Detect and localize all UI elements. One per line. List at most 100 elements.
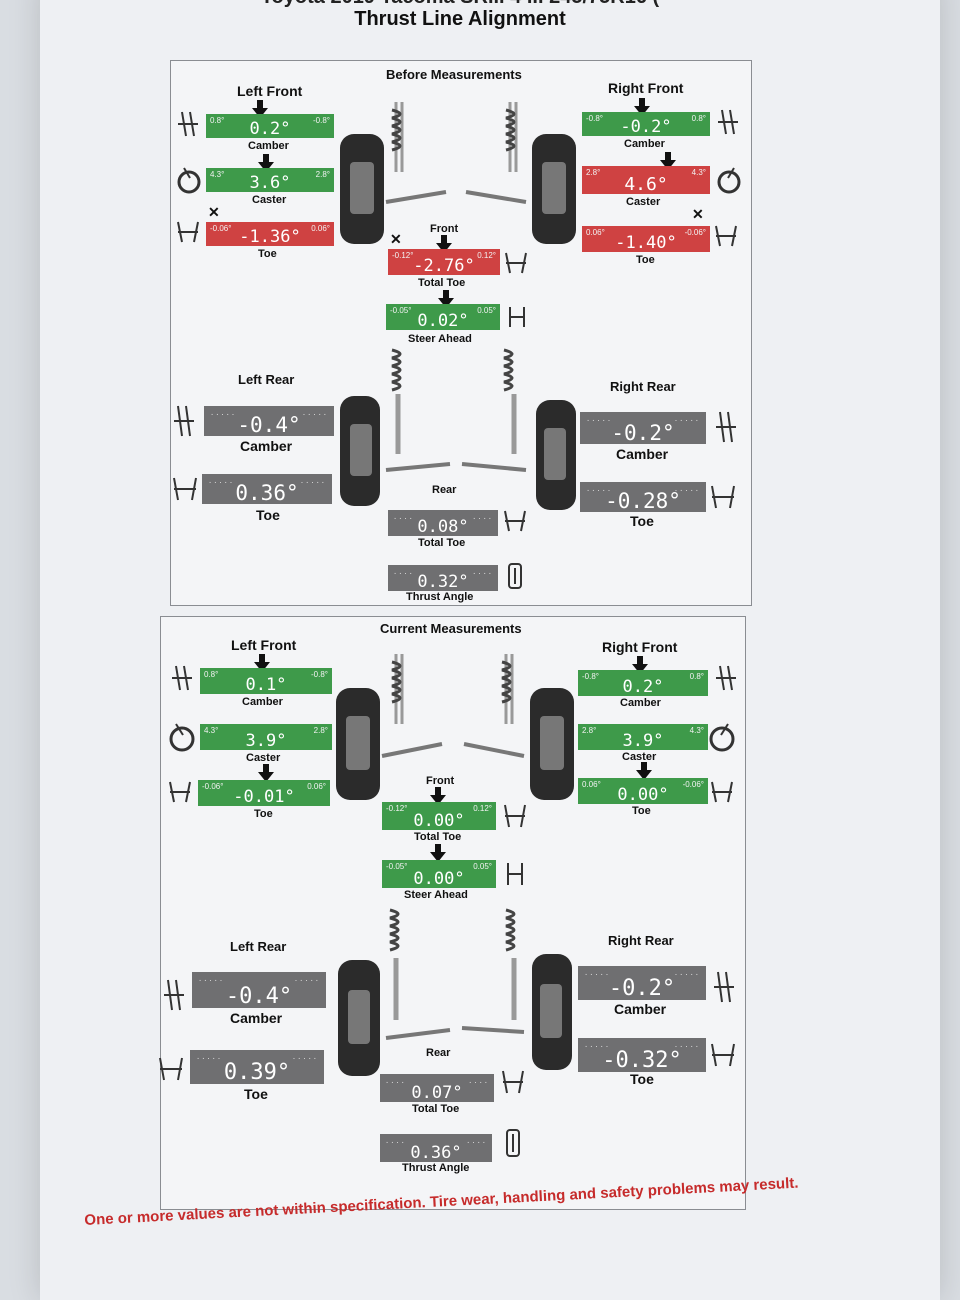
current-lf-caster-label: Caster bbox=[246, 752, 281, 764]
before-rf-toe-gauge: 0.06°-0.06° -1.40° bbox=[582, 226, 710, 252]
current-panel-title: Current Measurements bbox=[380, 621, 522, 636]
current-lf-toe-value: -0.01° bbox=[233, 787, 295, 806]
total-toe-icon bbox=[504, 510, 526, 532]
front-suspension-illustration bbox=[336, 654, 574, 800]
camber-wheel-icon bbox=[174, 405, 194, 437]
current-rr-camber-value: -0.2° bbox=[608, 976, 676, 1000]
current-rf-caster-gauge: 2.8°4.3° 3.9° bbox=[578, 724, 708, 750]
current-lr-camber-gauge: .......... -0.4° bbox=[192, 972, 326, 1008]
current-left-rear-label: Left Rear bbox=[230, 939, 287, 954]
current-lf-camber-label: Camber bbox=[242, 696, 283, 708]
current-total-toe-label: Total Toe bbox=[414, 831, 462, 843]
current-lr-toe-label: Toe bbox=[244, 1086, 268, 1102]
before-rf-caster-gauge: 2.8°4.3° 4.6° bbox=[582, 166, 710, 194]
current-thrust-angle-label: Thrust Angle bbox=[402, 1162, 470, 1174]
toe-wheel-icon bbox=[169, 781, 191, 803]
rear-suspension-illustration bbox=[338, 908, 572, 1076]
before-rf-toe-label: Toe bbox=[636, 254, 655, 266]
before-lf-camber-gauge: 0.8°-0.8° 0.2° bbox=[206, 114, 334, 138]
before-rr-toe-gauge: .......... -0.28° bbox=[580, 482, 706, 512]
current-steer-ahead-arrow-icon bbox=[430, 844, 446, 862]
current-right-front-label: Right Front bbox=[602, 639, 678, 655]
current-lf-caster-gauge: 4.3°2.8° 3.9° bbox=[200, 724, 332, 750]
before-lf-toe-value: -1.36° bbox=[239, 227, 301, 246]
toe-wheel-icon bbox=[715, 225, 737, 247]
camber-wheel-icon bbox=[716, 665, 736, 691]
current-lf-toe-label: Toe bbox=[254, 808, 273, 820]
before-rear-total-toe-label: Total Toe bbox=[418, 537, 466, 549]
before-lr-toe-value: 0.36° bbox=[235, 481, 299, 504]
current-total-toe-value: 0.00° bbox=[413, 811, 465, 830]
current-total-toe-gauge: -0.12°0.12° 0.00° bbox=[382, 802, 496, 830]
before-lr-toe-label: Toe bbox=[256, 507, 280, 523]
before-lf-caster-label: Caster bbox=[252, 194, 287, 206]
before-rf-camber-gauge: -0.8°0.8° -0.2° bbox=[582, 112, 710, 136]
current-rear-total-toe-value: 0.07° bbox=[411, 1083, 463, 1102]
current-rear-label: Rear bbox=[426, 1047, 451, 1059]
caster-wheel-icon bbox=[169, 723, 195, 752]
before-rf-caster-label: Caster bbox=[626, 196, 661, 208]
front-suspension-illustration bbox=[340, 102, 576, 244]
rear-suspension-illustration bbox=[340, 348, 576, 510]
before-rr-camber-value: -0.2° bbox=[611, 421, 675, 444]
thrust-angle-icon bbox=[508, 563, 522, 589]
current-lr-camber-value: -0.4° bbox=[225, 984, 293, 1008]
before-rf-caster-arrow-icon bbox=[660, 152, 676, 170]
before-rr-toe-label: Toe bbox=[630, 513, 654, 529]
toe-wheel-icon bbox=[173, 477, 197, 501]
steer-ahead-icon bbox=[509, 307, 525, 327]
total-toe-icon bbox=[504, 804, 526, 828]
before-lf-toe-label: Toe bbox=[258, 248, 277, 260]
toe-wheel-icon bbox=[711, 485, 735, 509]
camber-wheel-icon bbox=[164, 979, 184, 1011]
camber-wheel-icon bbox=[714, 971, 734, 1003]
current-measurements-panel bbox=[160, 616, 746, 1210]
current-rr-camber-label: Camber bbox=[614, 1001, 667, 1017]
current-rf-toe-label: Toe bbox=[632, 805, 651, 817]
current-rf-camber-arrow-icon bbox=[632, 656, 648, 674]
before-rear-total-toe-value: 0.08° bbox=[417, 517, 469, 536]
camber-wheel-icon bbox=[172, 665, 192, 691]
before-steer-ahead-value: 0.02° bbox=[417, 311, 469, 330]
before-lr-camber-label: Camber bbox=[240, 438, 293, 454]
caster-wheel-icon bbox=[177, 167, 201, 194]
before-lf-camber-label: Camber bbox=[248, 140, 289, 152]
camber-wheel-icon bbox=[716, 411, 736, 443]
before-rf-toe-out-of-range-icon: ✕ bbox=[692, 206, 704, 222]
before-rf-toe-value: -1.40° bbox=[615, 233, 677, 252]
current-lf-toe-arrow-icon bbox=[258, 764, 274, 782]
before-lf-caster-value: 3.6° bbox=[249, 173, 291, 192]
before-lr-camber-gauge: .......... -0.4° bbox=[204, 406, 334, 436]
before-rf-camber-arrow-icon bbox=[634, 98, 650, 116]
current-rf-camber-gauge: -0.8°0.8° 0.2° bbox=[578, 670, 708, 696]
before-rf-camber-value: -0.2° bbox=[620, 117, 672, 136]
before-lf-camber-arrow-icon bbox=[252, 100, 268, 118]
current-total-toe-arrow-icon bbox=[430, 787, 446, 805]
before-total-toe-out-of-range-icon: ✕ bbox=[390, 231, 402, 247]
before-rear-total-toe-gauge: ........ 0.08° bbox=[388, 510, 498, 536]
before-lf-toe-gauge: -0.06°0.06° -1.36° bbox=[206, 222, 334, 246]
current-lr-toe-gauge: .......... 0.39° bbox=[190, 1050, 324, 1084]
vehicle-spec-line: Toyota 2019 Tacoma SR... 4 ... 245/75R16… bbox=[80, 0, 840, 9]
current-lf-camber-gauge: 0.8°-0.8° 0.1° bbox=[200, 668, 332, 694]
camber-wheel-icon bbox=[178, 111, 198, 137]
before-thrust-angle-value: 0.32° bbox=[417, 572, 469, 591]
current-rr-toe-label: Toe bbox=[630, 1071, 654, 1087]
current-steer-ahead-value: 0.00° bbox=[413, 869, 465, 888]
before-right-front-label: Right Front bbox=[608, 80, 684, 96]
current-lr-camber-label: Camber bbox=[230, 1010, 283, 1026]
before-thrust-angle-label: Thrust Angle bbox=[406, 591, 474, 603]
current-lf-toe-gauge: -0.06°0.06° -0.01° bbox=[198, 780, 330, 806]
current-rear-total-toe-gauge: ........ 0.07° bbox=[380, 1074, 494, 1102]
report-title: Thrust Line Alignment bbox=[354, 8, 566, 30]
current-right-rear-label: Right Rear bbox=[608, 933, 674, 948]
before-lf-camber-value: 0.2° bbox=[249, 119, 291, 138]
before-rf-caster-value: 4.6° bbox=[624, 174, 668, 194]
current-rr-camber-gauge: .......... -0.2° bbox=[578, 966, 706, 1000]
toe-wheel-icon bbox=[159, 1057, 183, 1081]
toe-wheel-icon bbox=[711, 1043, 735, 1067]
before-thrust-angle-gauge: ........ 0.32° bbox=[388, 565, 498, 591]
before-rr-camber-label: Camber bbox=[616, 446, 669, 462]
before-front-label: Front bbox=[430, 223, 459, 235]
current-rf-camber-label: Camber bbox=[620, 697, 661, 709]
